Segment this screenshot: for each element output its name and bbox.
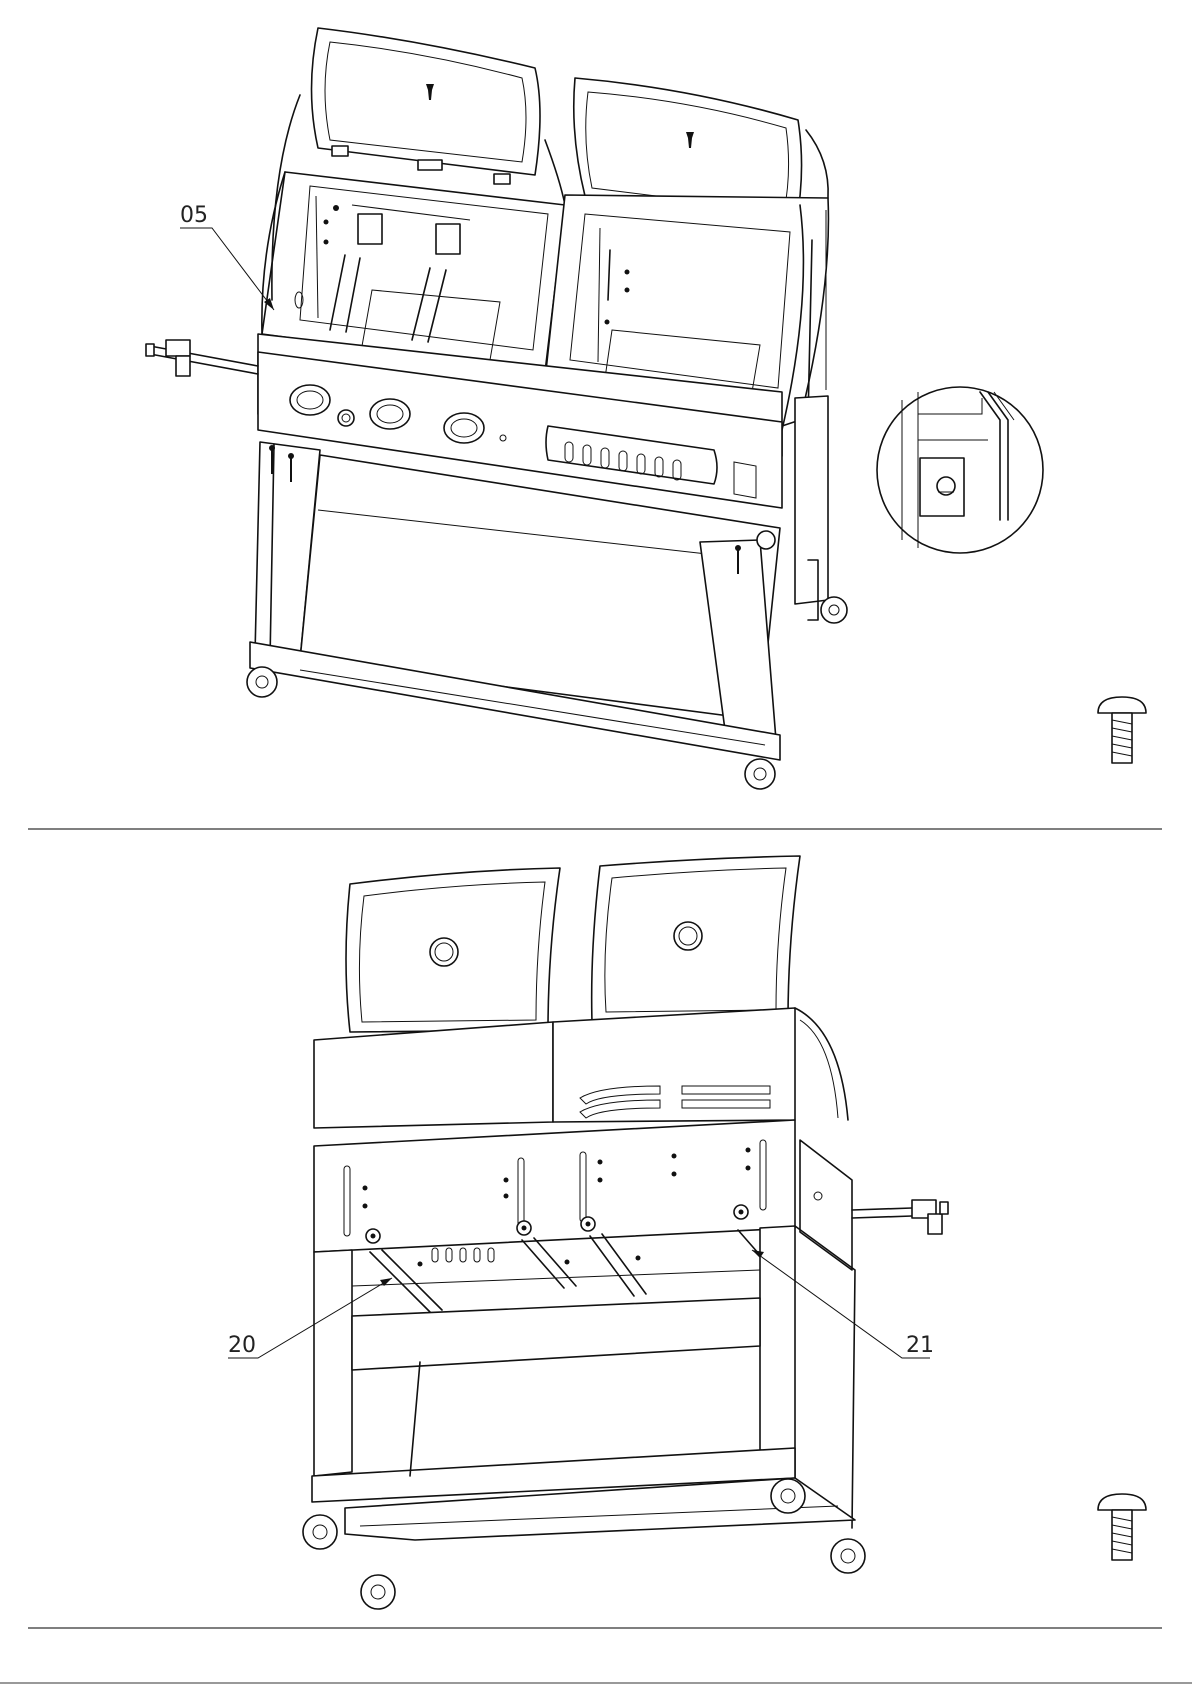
left-lid — [346, 868, 560, 1032]
screw-icon — [1098, 697, 1146, 763]
right-lid — [592, 856, 800, 1022]
callout-20-label: 20 — [228, 1333, 256, 1358]
screw-icon — [1098, 1494, 1146, 1560]
cart-frame — [303, 1226, 865, 1609]
callout-05: 05 — [180, 203, 274, 310]
left-lid — [312, 28, 541, 184]
step-a-illustration: 05 — [146, 28, 1146, 789]
rotisserie-rod — [146, 340, 258, 376]
callout-21-label: 21 — [906, 1333, 934, 1358]
detail-magnifier — [877, 387, 1043, 553]
callout-05-label: 05 — [180, 203, 208, 228]
step-b-illustration: 20 21 — [228, 856, 1146, 1609]
rotisserie-rod — [852, 1200, 948, 1234]
